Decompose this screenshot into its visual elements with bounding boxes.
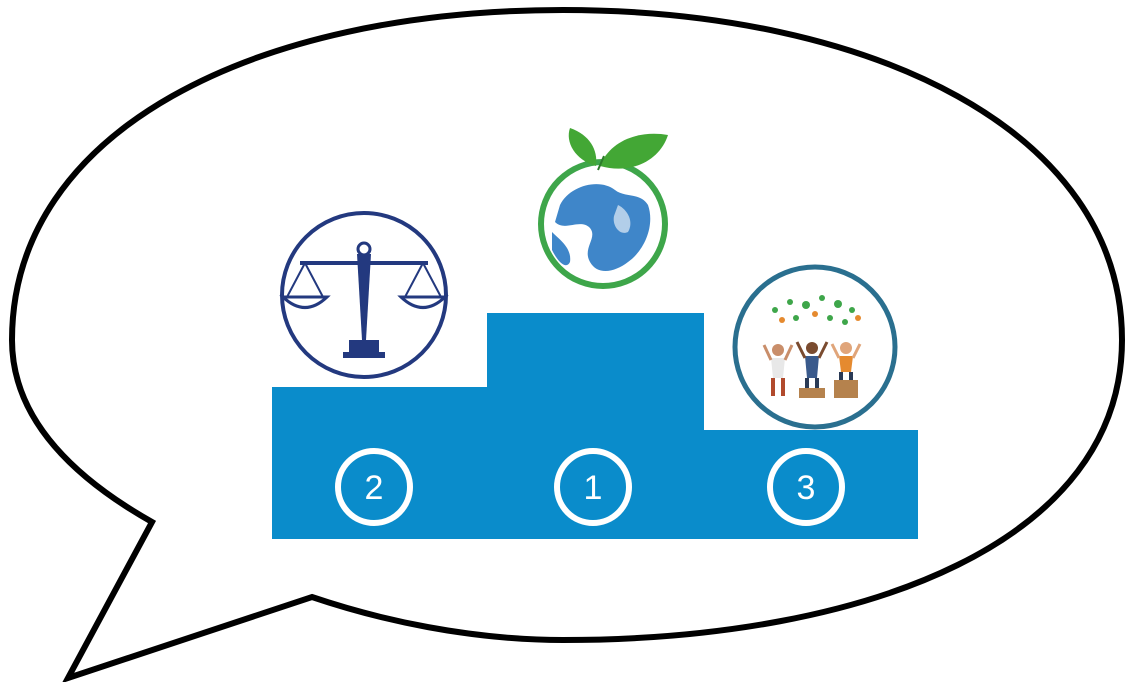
- justice-scale-icon: [279, 211, 449, 379]
- place-badge-second: 2: [335, 448, 413, 526]
- podium: [272, 313, 918, 539]
- place-number-second: 2: [365, 469, 384, 507]
- place-badge-first: 1: [554, 448, 632, 526]
- place-badge-third: 3: [767, 448, 845, 526]
- earth-leaf-icon: [538, 128, 668, 289]
- community-people-icon: [732, 264, 898, 430]
- place-number-first: 1: [584, 469, 603, 507]
- place-number-third: 3: [797, 469, 816, 507]
- podium-step-first: [487, 313, 704, 539]
- podium-step-second: [272, 387, 488, 539]
